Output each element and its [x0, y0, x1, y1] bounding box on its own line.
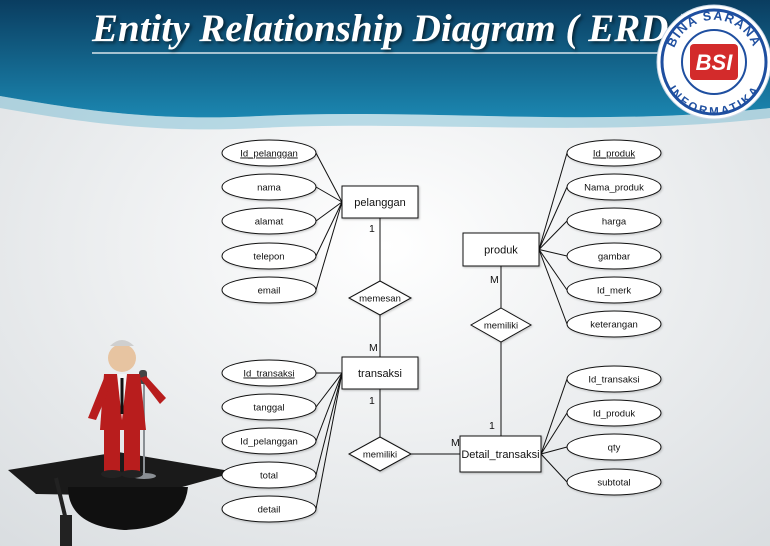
- entity-label-transaksi: transaksi: [358, 368, 402, 380]
- attribute-transaksi-4: detail: [221, 495, 317, 523]
- attribute-label: qty: [608, 443, 621, 454]
- slide-title: Entity Relationship Diagram ( ERD ): [92, 7, 692, 50]
- cardinality-transaksi-memiliki: 1: [369, 395, 375, 407]
- relationship-memesan: memesan: [347, 280, 413, 316]
- presenter-clipart: [8, 340, 236, 546]
- connector-attr-pelanggan-1: [315, 186, 343, 203]
- attribute-produk-1: Nama_produk: [566, 173, 662, 201]
- connector-attr-detail_transaksi-2: [540, 446, 568, 455]
- attribute-produk-4: Id_merk: [566, 276, 662, 304]
- relationship-label: memesan: [359, 294, 401, 305]
- entity-produk: produk: [462, 232, 540, 267]
- attribute-pelanggan-0: Id_pelanggan: [221, 139, 317, 167]
- attribute-label: detail: [258, 505, 281, 516]
- entity-transaksi: transaksi: [341, 356, 419, 390]
- attribute-label: tanggal: [253, 403, 284, 414]
- attribute-label: telepon: [253, 252, 284, 263]
- erd-connectors: [315, 152, 568, 510]
- connector-attr-pelanggan-3: [315, 201, 343, 257]
- connector-attr-produk-3: [538, 249, 568, 257]
- erd-relationships: memesan memiliki memiliki: [347, 280, 533, 472]
- attribute-label: nama: [257, 183, 281, 194]
- attribute-detail-transaksi-1: Id_produk: [566, 399, 662, 427]
- connector-attr-pelanggan-0: [315, 152, 343, 203]
- presenter-head: [108, 344, 136, 372]
- relationship-label: memiliki: [363, 450, 397, 461]
- cardinality-pelanggan-memesan: 1: [369, 223, 375, 235]
- attribute-pelanggan-1: nama: [221, 173, 317, 201]
- connector-attr-produk-5: [538, 249, 568, 325]
- connector-attr-produk-2: [538, 220, 568, 250]
- entity-detail-transaksi: Detail_transaksi: [459, 435, 542, 473]
- erd-attributes: Id_pelanggannamaalamatteleponemailId_pro…: [221, 139, 662, 523]
- attribute-pelanggan-4: email: [221, 276, 317, 304]
- connector-attr-detail_transaksi-1: [540, 412, 568, 455]
- attribute-label: Id_pelanggan: [240, 437, 298, 448]
- attribute-transaksi-3: total: [221, 461, 317, 489]
- primary-key-label: Id_pelanggan: [240, 149, 298, 160]
- entity-label-pelanggan: pelanggan: [354, 197, 405, 209]
- header-banner: [0, 0, 770, 118]
- attribute-produk-5: keterangan: [566, 310, 662, 338]
- logo-center-text: BSI: [696, 50, 734, 75]
- attribute-pelanggan-2: alamat: [221, 207, 317, 235]
- attribute-label: Id_transaksi: [588, 375, 639, 386]
- entity-pelanggan: pelanggan: [341, 185, 419, 219]
- bsi-logo: BINA SARANA INFORMATIKA BSI: [656, 4, 770, 120]
- attribute-detail-transaksi-2: qty: [566, 433, 662, 461]
- attribute-label: keterangan: [590, 320, 638, 331]
- relationship-label: memiliki: [484, 321, 518, 332]
- attribute-label: gambar: [598, 252, 630, 263]
- attribute-transaksi-1: tanggal: [221, 393, 317, 421]
- connector-attr-transaksi-1: [315, 372, 343, 408]
- attribute-label: Nama_produk: [584, 183, 644, 194]
- primary-key-label: Id_transaksi: [243, 369, 294, 380]
- attribute-label: subtotal: [597, 478, 630, 489]
- connector-attr-produk-0: [538, 152, 568, 250]
- primary-key-label: Id_produk: [593, 149, 636, 160]
- connector-attr-pelanggan-4: [315, 201, 343, 291]
- cardinality-memiliki-detail-top: 1: [489, 420, 495, 432]
- attribute-label: Id_merk: [597, 286, 632, 297]
- attribute-produk-0: Id_produk: [566, 139, 662, 167]
- logo-badge: [690, 44, 738, 80]
- attribute-label: total: [260, 471, 278, 482]
- connector-attr-pelanggan-2: [315, 201, 343, 222]
- attribute-produk-3: gambar: [566, 242, 662, 270]
- connector-attr-produk-4: [538, 249, 568, 291]
- attribute-transaksi-2: Id_pelanggan: [221, 427, 317, 455]
- relationship-memiliki-produk-detail: memiliki: [469, 307, 533, 343]
- attribute-pelanggan-3: telepon: [221, 242, 317, 270]
- attribute-label: harga: [602, 217, 627, 228]
- attribute-label: alamat: [255, 217, 284, 228]
- entity-label-detail-transaksi: Detail_transaksi: [461, 449, 539, 461]
- connector-attr-transaksi-4: [315, 372, 343, 510]
- attribute-label: Id_produk: [593, 409, 636, 420]
- connector-attr-detail_transaksi-3: [540, 453, 568, 483]
- attribute-label: email: [258, 286, 281, 297]
- relationship-memiliki-transaksi-detail: memiliki: [347, 436, 413, 472]
- connector-attr-transaksi-3: [315, 372, 343, 476]
- attribute-transaksi-0: Id_transaksi: [221, 359, 317, 387]
- graduation-cap-base: [68, 487, 188, 530]
- connector-attr-produk-1: [538, 186, 568, 250]
- connector-attr-detail_transaksi-0: [540, 378, 568, 455]
- cardinality-memesan-transaksi: M: [369, 342, 378, 354]
- attribute-detail-transaksi-3: subtotal: [566, 468, 662, 496]
- cardinality-produk-memiliki: M: [490, 274, 499, 286]
- connector-attr-transaksi-2: [315, 372, 343, 442]
- cardinality-memiliki-detail-left: M: [451, 437, 460, 449]
- attribute-produk-2: harga: [566, 207, 662, 235]
- attribute-detail-transaksi-0: Id_transaksi: [566, 365, 662, 393]
- entity-label-produk: produk: [484, 245, 518, 257]
